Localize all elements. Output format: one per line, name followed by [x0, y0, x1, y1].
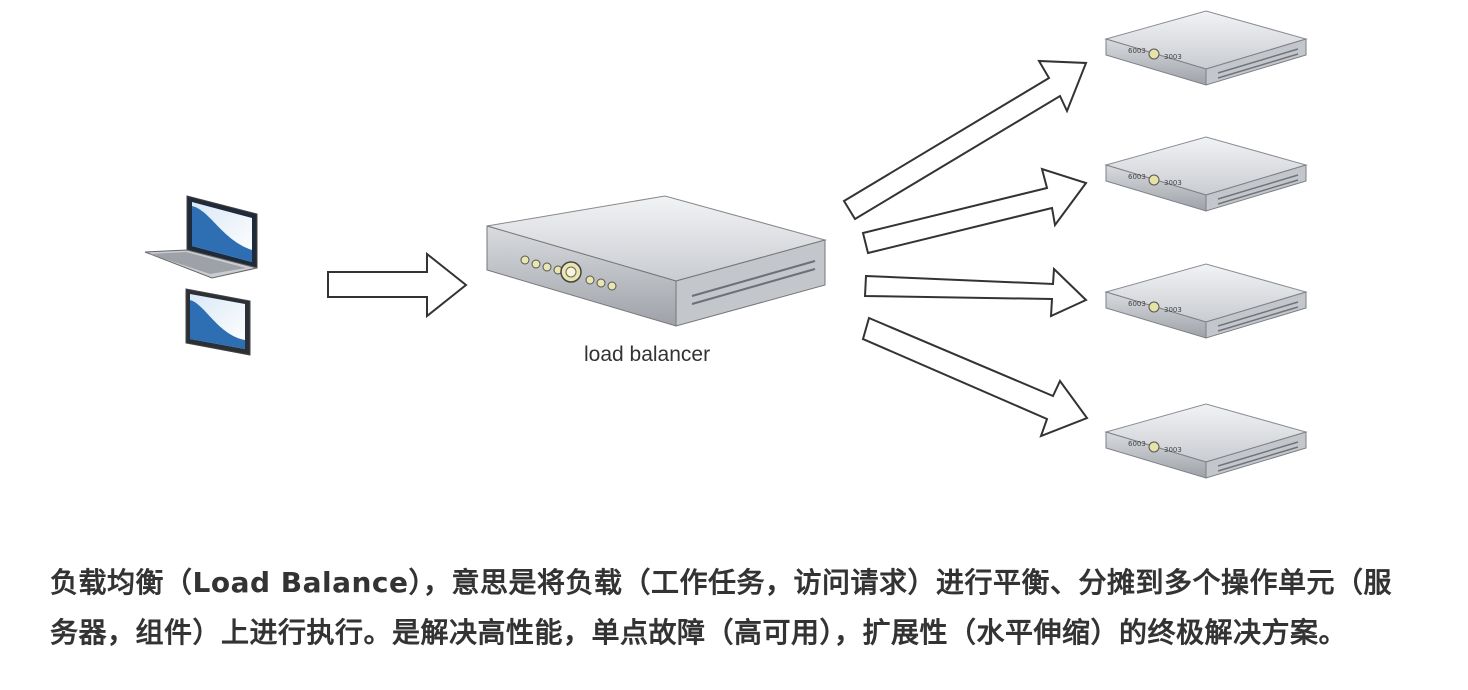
description-paragraph: 负载均衡（Load Balance），意思是将负载（工作任务，访问请求）进行平衡… — [50, 566, 1393, 649]
server-icon-4 — [1105, 403, 1307, 479]
load-balancer-label: load balancer — [584, 343, 710, 366]
fanout-arrow-2 — [861, 167, 1088, 255]
request-arrow — [327, 251, 468, 319]
server-icon-2 — [1105, 136, 1307, 212]
load-balancer-icon — [486, 195, 827, 327]
load-balancing-diagram: 6003 3003 load balancer — [144, 10, 1307, 479]
laptop-icon — [144, 195, 258, 279]
server-icon-1 — [1105, 10, 1307, 86]
server-icon-3 — [1105, 263, 1307, 339]
fanout-arrow-3 — [863, 266, 1088, 318]
fanout-arrow-1 — [842, 59, 1088, 221]
fanout-arrow-4 — [861, 316, 1089, 438]
tablet-icon — [185, 288, 251, 356]
